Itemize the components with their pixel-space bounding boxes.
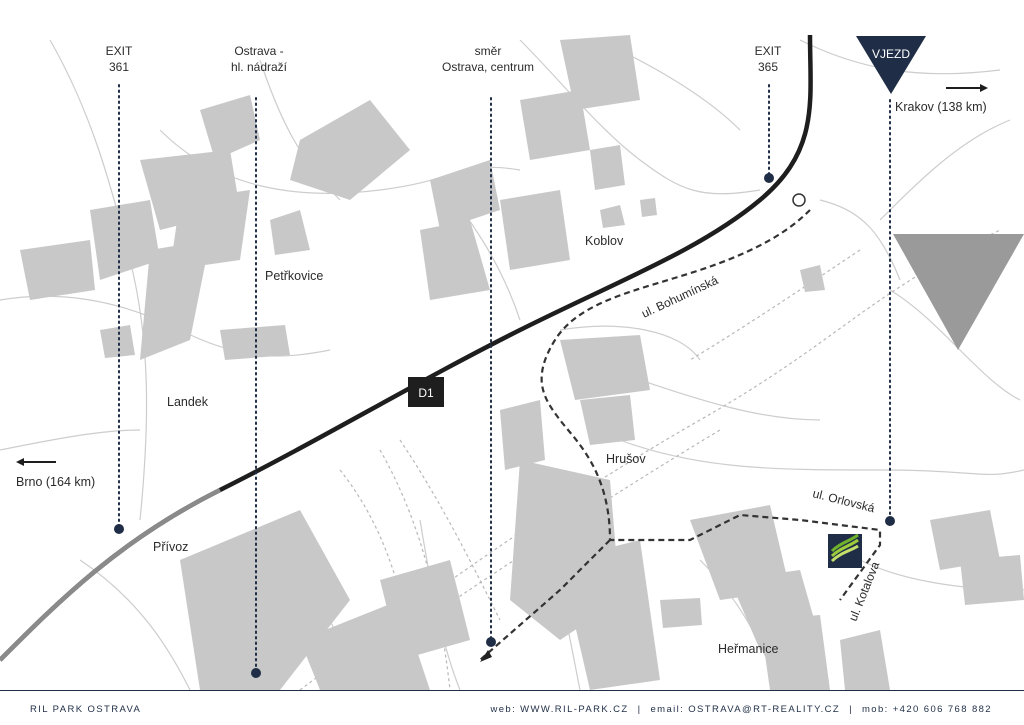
place-petrkovice: Petřkovice xyxy=(265,269,323,283)
smer-centrum-line2: Ostrava, centrum xyxy=(442,60,534,74)
place-privoz: Přívoz xyxy=(153,540,188,554)
street-kotalova: ul. Kotalova xyxy=(846,559,883,623)
place-hrusov: Hrušov xyxy=(606,452,646,466)
callout-lines xyxy=(118,84,891,673)
ril-park-logo-icon xyxy=(828,533,862,568)
built-up-areas xyxy=(20,35,1024,690)
footer-web[interactable]: web: WWW.RIL-PARK.CZ xyxy=(490,704,629,715)
footer-contacts: web: WWW.RIL-PARK.CZ|email: OSTRAVA@RT-R… xyxy=(490,704,992,715)
smer-centrum-line1: směr xyxy=(475,44,502,58)
d1-badge xyxy=(408,377,444,407)
vjezd-label: VJEZD xyxy=(872,47,910,61)
ostrava-hl-line2: hl. nádraží xyxy=(231,60,288,74)
route-to-city xyxy=(479,539,611,661)
exit365-line2: 365 xyxy=(758,60,778,74)
direction-triangle xyxy=(893,234,1024,350)
ostrava-hl-line1: Ostrava - xyxy=(234,44,283,58)
krakov-label: Krakov (138 km) xyxy=(895,100,987,114)
street-orlovska: ul. Orlovská xyxy=(811,486,876,515)
footer: RIL PARK OSTRAVA web: WWW.RIL-PARK.CZ|em… xyxy=(0,690,1024,725)
footer-brand: RIL PARK OSTRAVA xyxy=(30,704,142,715)
route-to-park xyxy=(540,209,882,601)
place-hermanice: Heřmanice xyxy=(718,642,778,656)
exit361-line1: EXIT xyxy=(106,44,133,58)
footer-email[interactable]: email: OSTRAVA@RT-REALITY.CZ xyxy=(650,704,841,715)
arrow-right-icon xyxy=(946,84,988,92)
footer-mobile[interactable]: mob: +420 606 768 882 xyxy=(861,704,992,715)
street-bohuminska: ul. Bohumínská xyxy=(639,273,720,321)
d1-label: D1 xyxy=(418,386,434,400)
roundabout xyxy=(792,193,806,207)
highway-d1-light xyxy=(0,487,222,662)
place-landek: Landek xyxy=(167,395,209,409)
arrow-left-icon xyxy=(16,458,56,466)
route-arrowhead xyxy=(480,650,492,662)
exit365-line1: EXIT xyxy=(755,44,782,58)
location-map: VJEZD EXIT 361 Ostrava - hl. nádraží smě… xyxy=(0,34,1024,690)
callout-dots xyxy=(114,173,895,678)
brno-label: Brno (164 km) xyxy=(16,475,95,489)
place-koblov: Koblov xyxy=(585,234,624,248)
exit361-line2: 361 xyxy=(109,60,129,74)
vjezd-badge xyxy=(856,36,926,94)
